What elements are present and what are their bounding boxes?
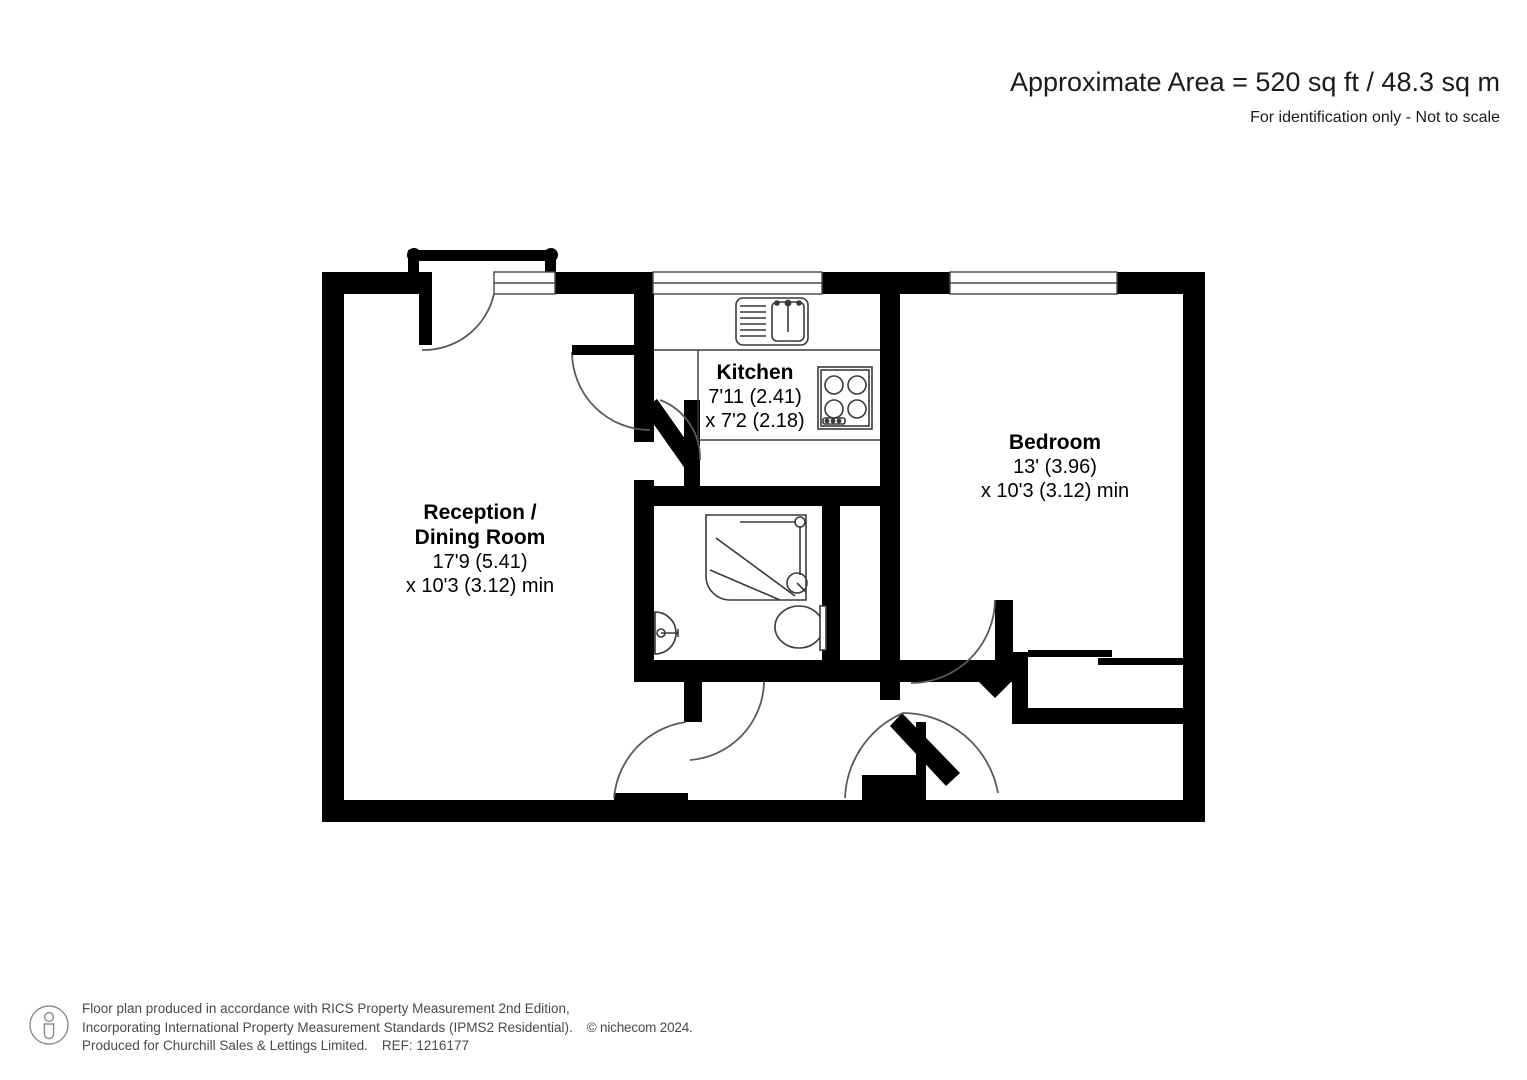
- room-dimension-2: x 10'3 (3.12) min: [980, 480, 1130, 502]
- reference-number: REF: 1216177: [381, 1038, 469, 1053]
- room-dimension-2: x 7'2 (2.18): [705, 410, 805, 432]
- footer: Floor plan produced in accordance with R…: [28, 1000, 788, 1056]
- footer-line-1: Floor plan produced in accordance with R…: [82, 1001, 570, 1016]
- footer-line-2: Incorporating International Property Mea…: [82, 1019, 573, 1035]
- entrance-recess: [407, 248, 558, 345]
- entrance-door-panel: [493, 271, 556, 295]
- kitchen-sink-with-drainer: [735, 297, 809, 346]
- copyright-nichecom: © nichecom 2024.: [586, 1019, 693, 1035]
- door-swing-arcs: [421, 293, 999, 799]
- room-dimension-2: x 10'3 (3.12) min: [405, 575, 555, 597]
- room-name: Kitchen: [716, 361, 794, 384]
- room-label-reception: Reception / Dining Room 17'9 (5.41) x 10…: [330, 500, 630, 598]
- kitchen-counter-line: [654, 349, 880, 441]
- room-dimension-1: 7'11 (2.41): [708, 386, 802, 408]
- wash-basin: [654, 611, 679, 655]
- room-name: Bedroom: [1008, 431, 1102, 454]
- person-in-circle-icon: [28, 1004, 70, 1046]
- room-label-kitchen: Kitchen 7'11 (2.41) x 7'2 (2.18): [640, 360, 870, 433]
- identification-subtitle: For identification only - Not to scale: [1250, 109, 1500, 126]
- approximate-area-title: Approximate Area = 520 sq ft / 48.3 sq m: [1009, 67, 1500, 97]
- kitchen-door-leaf: [643, 399, 700, 470]
- room-name-line2: Dining Room: [414, 526, 546, 549]
- kitchen-entry-jamb: [572, 345, 636, 355]
- footer-line-3: Produced for Churchill Sales & Lettings …: [82, 1038, 368, 1053]
- room-name: Reception /: [423, 501, 537, 524]
- corner-shower-enclosure: [705, 514, 808, 601]
- window-top-right: [949, 271, 1118, 295]
- interior-walls: [634, 294, 1013, 722]
- hall-wall-details: [614, 662, 1013, 822]
- bedroom-entry-door-leaf: [890, 713, 960, 800]
- window-top-left: [652, 271, 823, 295]
- four-ring-hob: [817, 366, 873, 430]
- built-in-wardrobe: [1012, 650, 1183, 724]
- room-label-bedroom: Bedroom 13' (3.96) x 10'3 (3.12) min: [930, 430, 1180, 503]
- header: Approximate Area = 520 sq ft / 48.3 sq m…: [0, 0, 1527, 128]
- wc-toilet: [774, 605, 827, 651]
- room-dimension-1: 17'9 (5.41): [432, 551, 528, 573]
- room-dimension-1: 13' (3.96): [1013, 456, 1097, 478]
- footer-text-block: Floor plan produced in accordance with R…: [82, 1000, 693, 1056]
- exterior-walls: [322, 272, 1205, 822]
